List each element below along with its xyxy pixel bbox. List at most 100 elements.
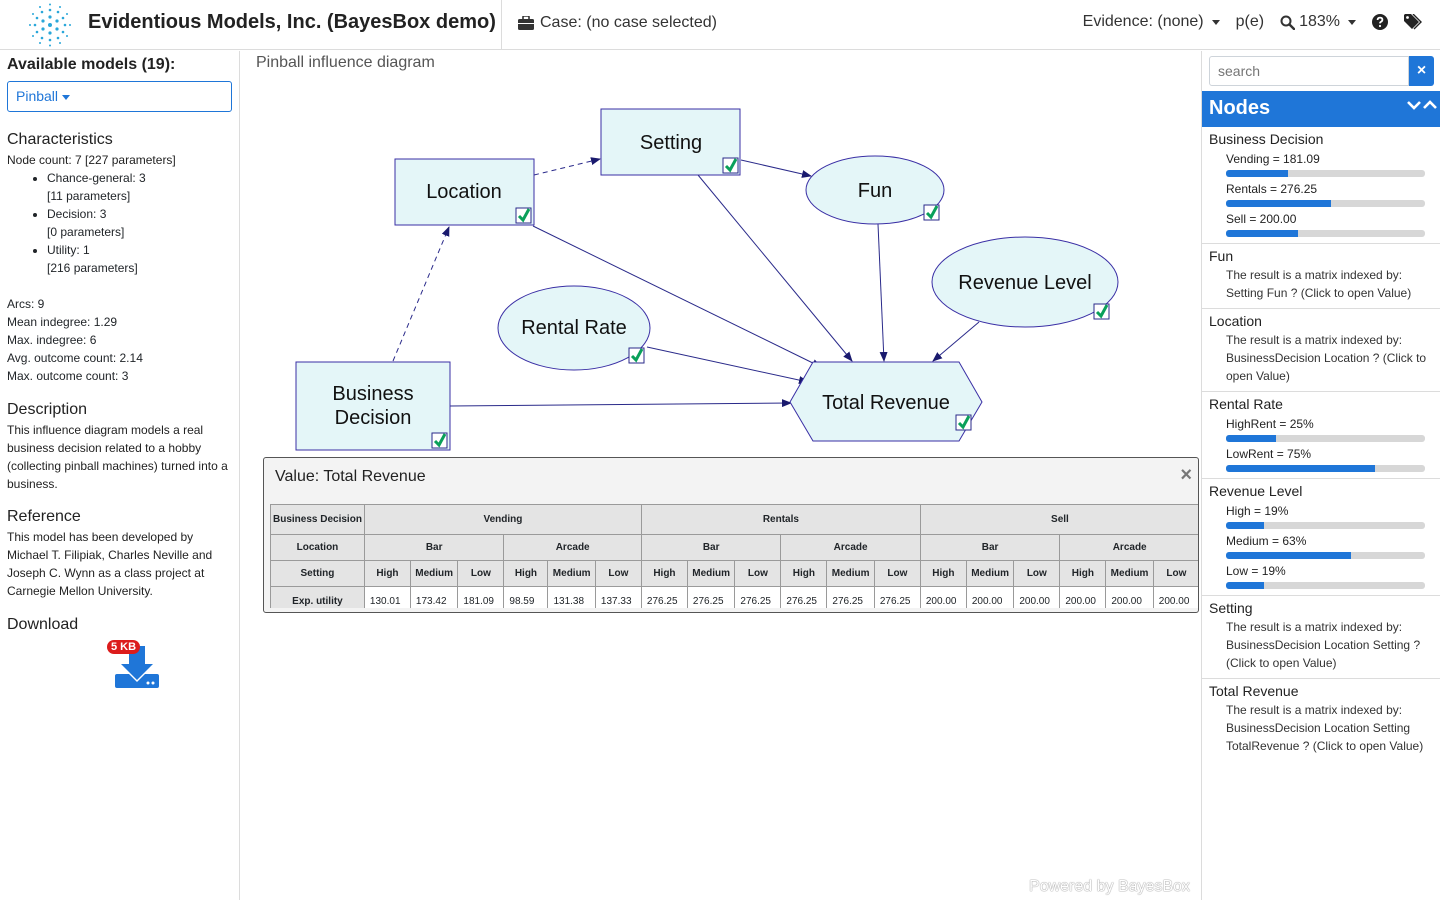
state-bar-fill <box>1226 522 1264 529</box>
zoom-dropdown[interactable]: 183% <box>1280 13 1356 31</box>
tags-button[interactable] <box>1404 14 1422 30</box>
arc-revenue-total <box>932 321 980 362</box>
description-text: This influence diagram models a real bus… <box>7 423 228 491</box>
node-message[interactable]: The result is a matrix indexed by: Busin… <box>1226 620 1421 670</box>
state-bar-fill <box>1226 200 1332 207</box>
list-item: Decision: 3[0 parameters] <box>47 205 232 241</box>
arc-setting-fun <box>740 159 812 178</box>
state-label: Medium = 63% <box>1226 534 1307 548</box>
node-type-label: Utility: 1 <box>47 243 90 257</box>
node-panel-rental-rate[interactable]: Rental Rate HighRent = 25% LowRent = 75% <box>1202 392 1440 479</box>
node-name: Location <box>1209 313 1262 329</box>
table-cell: 276.25 <box>640 586 688 608</box>
state-bar <box>1226 522 1425 529</box>
collapse-expand-toggle[interactable] <box>1407 97 1437 115</box>
download-button[interactable]: 5 KB <box>107 640 167 696</box>
close-icon[interactable]: × <box>1180 464 1192 486</box>
arc-setting-total <box>697 174 853 362</box>
row-header-exp-utility: Exp. utility <box>270 586 365 608</box>
state-bar-fill <box>1226 582 1264 589</box>
arc-location-setting <box>533 157 601 176</box>
node-panel-business-decision[interactable]: Business Decision Vending = 181.09 Renta… <box>1202 127 1440 244</box>
row-header-setting: Setting <box>270 560 365 587</box>
chevron-down-icon <box>1407 101 1421 110</box>
state-label: LowRent = 75% <box>1226 447 1312 461</box>
row-header-business-decision: Business Decision <box>270 504 365 535</box>
node-name: Rental Rate <box>1209 396 1283 412</box>
node-panel-fun[interactable]: Fun The result is a matrix indexed by: S… <box>1202 244 1440 309</box>
diagram-area: Setting Location Fun Revenue Level Renta… <box>241 51 1200 900</box>
arc-rental-total <box>646 346 809 384</box>
node-panel-total-revenue[interactable]: Total Revenue The result is a matrix ind… <box>1202 679 1440 761</box>
state-bar <box>1226 200 1425 207</box>
arc-location-total <box>532 225 822 368</box>
arc-business-total <box>449 399 792 408</box>
state-label: Low = 19% <box>1226 564 1286 578</box>
state-item: Medium = 63% <box>1209 534 1440 559</box>
table-cell: 276.25 <box>686 586 736 608</box>
state-label: High = 19% <box>1226 504 1289 518</box>
setting-header: Low <box>1013 560 1061 587</box>
search-clear-button[interactable]: × <box>1409 56 1434 86</box>
node-location[interactable]: Location <box>394 158 535 226</box>
node-fun[interactable]: Fun <box>805 155 945 225</box>
download-icon <box>115 646 159 688</box>
state-item: Low = 19% <box>1209 564 1440 589</box>
state-bar-fill <box>1226 170 1288 177</box>
node-panel-location[interactable]: Location The result is a matrix indexed … <box>1202 309 1440 392</box>
download-title: Download <box>7 616 79 633</box>
header-controls: Evidence: (none) p(e) 183% <box>1083 13 1422 31</box>
model-dropdown[interactable]: Pinball <box>7 81 232 112</box>
stat-arcs: Arcs: 9 <box>7 297 45 311</box>
node-revenue-level[interactable]: Revenue Level <box>931 236 1119 328</box>
powered-by: Powered by BayesBox <box>1029 878 1190 895</box>
setting-header: Low <box>594 560 642 587</box>
table-cell: 181.09 <box>457 586 505 608</box>
setting-header: Medium <box>547 560 596 587</box>
pe-button[interactable]: p(e) <box>1236 13 1264 31</box>
app-title: Evidentious Models, Inc. (BayesBox demo) <box>88 11 496 33</box>
check-icon <box>431 432 448 449</box>
table-cell: 200.00 <box>1152 586 1198 608</box>
search-input[interactable] <box>1209 56 1409 86</box>
state-item: Sell = 200.00 <box>1209 212 1440 237</box>
caret-down-icon <box>62 94 71 100</box>
state-bar <box>1226 170 1425 177</box>
node-setting[interactable]: Setting <box>600 108 741 176</box>
setting-header: High <box>780 560 828 587</box>
state-bar-fill <box>1226 230 1298 237</box>
zoom-label: 183% <box>1299 13 1340 30</box>
node-label: Business <box>332 383 413 405</box>
table-cell: 173.42 <box>409 586 459 608</box>
node-panel-setting[interactable]: Setting The result is a matrix indexed b… <box>1202 596 1440 679</box>
setting-header: Medium <box>826 560 875 587</box>
table-cell: 276.25 <box>734 586 782 608</box>
value-panel: Value: Total Revenue × Business Decision… <box>263 457 1199 613</box>
table-cell: 200.00 <box>1059 586 1107 608</box>
check-icon <box>628 347 645 364</box>
node-message[interactable]: The result is a matrix indexed by: Setti… <box>1226 268 1412 300</box>
node-list: Business Decision Vending = 181.09 Renta… <box>1202 127 1440 761</box>
case-selector[interactable]: Case: (no case selected) <box>518 14 717 32</box>
node-panel-revenue-level[interactable]: Revenue Level High = 19% Medium = 63% Lo… <box>1202 479 1440 596</box>
table-cell: 200.00 <box>919 586 967 608</box>
evidence-dropdown[interactable]: Evidence: (none) <box>1083 13 1220 31</box>
evidence-label: Evidence: (none) <box>1082 13 1204 30</box>
tag-icon <box>1404 14 1422 30</box>
location-header: Bar <box>640 534 782 561</box>
setting-header: Low <box>1152 560 1198 587</box>
characteristics-title: Characteristics <box>7 131 113 148</box>
header-divider <box>501 0 502 50</box>
node-total-revenue[interactable]: Total Revenue <box>789 361 983 442</box>
node-business-decision[interactable]: Business Decision <box>295 361 451 451</box>
setting-header: High <box>503 560 549 587</box>
node-message[interactable]: The result is a matrix indexed by: Busin… <box>1226 333 1427 383</box>
table-cell: 200.00 <box>1105 586 1154 608</box>
help-button[interactable] <box>1372 14 1388 30</box>
nodes-title: Nodes <box>1209 97 1271 119</box>
node-message[interactable]: The result is a matrix indexed by: Busin… <box>1226 703 1424 753</box>
search-icon <box>1280 15 1296 30</box>
node-label: Rental Rate <box>521 317 627 339</box>
node-rental-rate[interactable]: Rental Rate <box>497 285 651 371</box>
